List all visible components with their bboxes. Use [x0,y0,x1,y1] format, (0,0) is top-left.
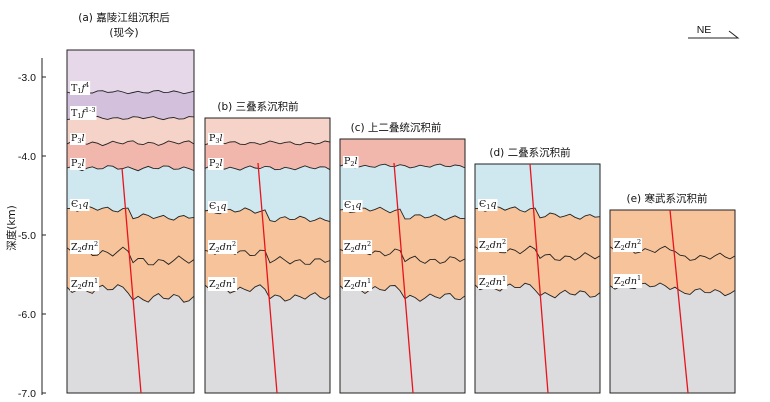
panel-caption: (c) 上二叠统沉积前 [351,121,442,134]
panel-caption: (e) 寒武系沉积前 [627,192,708,205]
unit-label-bg [208,158,224,170]
depth-axis: -3.0 -4.0 -5.0 -6.0 -7.0 深度(km) [5,58,46,400]
unit-label-t1f4: T1f4 [71,81,89,95]
unit-label-t1f13: T1f1-3 [71,106,95,120]
north-arrow-label: NE [697,24,712,36]
unit-label-bg [70,158,86,170]
fault-line [529,163,549,394]
unit-label-bg [70,106,97,120]
unit-label-p3l: P3l [209,133,223,145]
unit-label-bg [343,240,373,254]
layer-p3l [205,118,330,145]
layer-boundary [609,282,736,297]
fault-line [669,209,689,394]
fault-line [121,167,142,394]
panel-caption: (d) 二叠系沉积前 [489,146,570,159]
panel-frame [66,49,195,394]
depth-tick-label: -3.0 [18,72,36,84]
unit-label-bg [208,277,238,291]
panel-caption-line2: (现今) [109,26,138,39]
layer-c1q [340,164,465,221]
layer-t1f13 [67,90,194,120]
depth-tick-label: -4.0 [18,151,36,163]
unit-label-p2l: P2l [209,158,223,170]
unit-label-z2dn2: Z2dn2 [209,240,236,254]
layer-t1f4 [67,50,194,94]
unit-label-z2dn1: Z2dn1 [71,277,98,291]
unit-label-p2l: P2l [344,156,358,168]
unit-label-bg [478,199,498,211]
unit-label-z2dn1: Z2dn1 [209,277,236,291]
layer-p2l [340,139,465,168]
depth-tick-label: -7.0 [18,388,36,400]
layer-p2l [67,140,194,171]
unit-label-bg [70,81,91,95]
north-arrow: NE [688,24,740,39]
panel-caption: (a) 嘉陵江组沉积后 [78,11,169,24]
depth-tick-label: -5.0 [18,230,36,242]
unit-label-z2dn2: Z2dn2 [344,240,371,254]
layer-boundary [474,282,601,299]
unit-label-bg [478,275,508,289]
unit-label-bg [343,277,373,291]
unit-label-p3l: P3l [71,133,85,145]
layer-boundary [204,140,331,146]
panel-frame [339,138,466,394]
layer-basement [610,283,735,393]
unit-label-bg [343,200,363,212]
unit-label-z2dn2: Z2dn2 [71,240,98,254]
fault-line [257,162,278,394]
layer-basement [67,284,194,393]
depth-tick-label: -6.0 [18,309,36,321]
layer-p2l [205,141,330,171]
unit-label-c1q: Є1q [344,200,362,212]
unit-label-bg [208,133,224,145]
unit-label-z2dn2: Z2dn2 [614,238,641,252]
layer-boundary [339,163,466,169]
unit-label-c1q: Є1q [479,199,497,211]
unit-label-bg [613,274,643,288]
layer-basement [340,285,465,393]
panel-frame [204,117,331,394]
layer-c1q [475,164,600,220]
layer-basement [205,284,330,393]
unit-label-z2dn1: Z2dn1 [614,274,641,288]
panel-caption: (b) 三叠系沉积前 [217,100,298,113]
layer-boundary [66,165,195,172]
layer-boundary [66,140,195,147]
unit-label-bg [70,199,90,211]
layer-c1q [67,165,194,221]
fault-line [393,162,414,394]
layer-boundary [204,165,331,171]
unit-label-bg [478,238,508,252]
unit-label-bg [208,201,228,213]
panel-frame [474,163,601,394]
layer-boundary [66,284,195,303]
unit-label-bg [343,156,359,168]
unit-label-z2dn2: Z2dn2 [479,238,506,252]
unit-label-c1q: Є1q [71,199,89,211]
unit-label-c1q: Є1q [209,201,227,213]
layer-c1q [205,165,330,222]
unit-label-bg [70,133,86,145]
unit-label-bg [70,277,100,291]
depth-axis-label: 深度(km) [5,205,18,251]
unit-label-bg [208,240,238,254]
unit-label-p2l: P2l [71,158,85,170]
layer-basement [475,283,600,393]
unit-label-bg [70,240,100,254]
panel-frame [609,209,736,394]
layer-p3l [67,116,194,146]
unit-label-z2dn1: Z2dn1 [479,275,506,289]
unit-label-z2dn1: Z2dn1 [344,277,371,291]
north-arrow-icon [688,30,740,39]
unit-label-bg [613,238,643,252]
